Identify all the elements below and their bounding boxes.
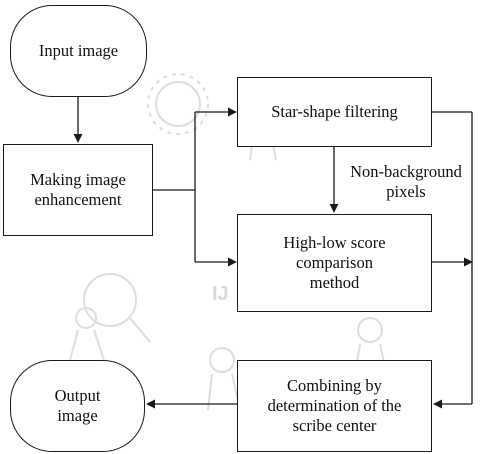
node-star-shape-filtering: Star-shape filtering	[237, 77, 432, 147]
node-input-image: Input image	[10, 5, 147, 97]
node-making-image-enhancement: Making image enhancement	[3, 144, 153, 236]
node-high-low-score-comparison: High-low score comparison method	[237, 214, 432, 312]
node-combining-scribe-center: Combining by determination of the scribe…	[237, 360, 432, 452]
edge-label-non-background-pixels: Non-background pixels	[350, 162, 462, 201]
node-output-image: Output image	[10, 360, 145, 452]
